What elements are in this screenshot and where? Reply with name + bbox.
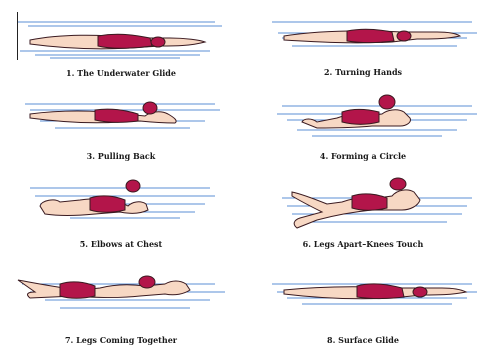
step-caption-5: 5. Elbows at Chest (0, 239, 242, 249)
step-caption-7: 7. Legs Coming Together (0, 335, 242, 345)
step-caption-8: 8. Surface Glide (242, 335, 484, 345)
swimmer-figure-3 (0, 88, 242, 176)
step-panel-8: 8. Surface Glide (242, 264, 484, 352)
step-panel-5: 5. Elbows at Chest (0, 176, 242, 264)
step-caption-1: 1. The Underwater Glide (0, 68, 242, 78)
step-caption-4: 4. Forming a Circle (242, 151, 484, 161)
swimmer-figure-6 (242, 176, 484, 264)
step-panel-7: 7. Legs Coming Together (0, 264, 242, 352)
step-caption-6: 6. Legs Apart–Knees Touch (242, 239, 484, 249)
step-panel-1: 1. The Underwater Glide (0, 0, 242, 88)
step-caption-2: 2. Turning Hands (242, 67, 484, 77)
swimmer-figure-5 (0, 176, 242, 264)
step-panel-4: 4. Forming a Circle (242, 88, 484, 176)
step-caption-3: 3. Pulling Back (0, 151, 242, 161)
step-panel-6: 6. Legs Apart–Knees Touch (242, 176, 484, 264)
swimmer-figure-4 (242, 88, 484, 176)
step-panel-2: 2. Turning Hands (242, 0, 484, 88)
step-panel-3: 3. Pulling Back (0, 88, 242, 176)
